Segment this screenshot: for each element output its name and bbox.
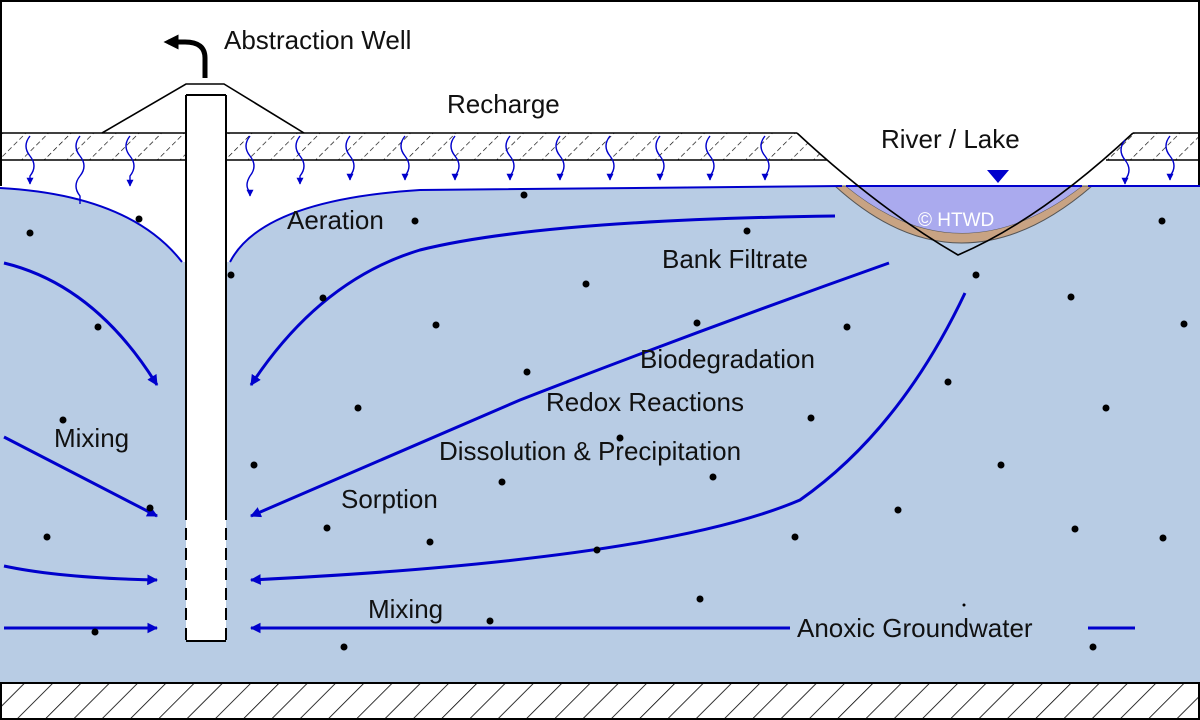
label-anoxic-groundwater: Anoxic Groundwater	[797, 613, 1033, 643]
flow-arrows	[3, 214, 1135, 634]
recharge-arrows	[25, 135, 1175, 204]
well-roof	[101, 83, 305, 134]
flow-arrow-deep-river	[249, 292, 967, 585]
soil-layer	[0, 132, 1200, 161]
label-recharge: Recharge	[447, 89, 560, 119]
label-abstraction-well: Abstraction Well	[224, 25, 411, 55]
flow-arrow-left-lower	[3, 564, 159, 586]
groundwater-body	[0, 186, 1200, 683]
flow-arrow-aeration	[249, 214, 836, 386]
flow-arrow-left-mixing	[3, 435, 158, 518]
flow-arrow-bank-filtrate	[250, 261, 890, 518]
valley-outline	[796, 132, 1134, 256]
label-sorption: Sorption	[341, 484, 438, 514]
river-lake	[796, 132, 1134, 256]
label-biodegradation: Biodegradation	[640, 344, 815, 374]
water-level-marker	[987, 170, 1009, 183]
particles	[26, 191, 1188, 651]
flow-arrow-left-top	[3, 261, 159, 386]
label-mixing-left: Mixing	[54, 423, 129, 453]
pump-outflow-arrow	[163, 34, 208, 78]
label-aeration: Aeration	[287, 205, 384, 235]
base-layer	[0, 682, 1200, 720]
label-river-lake: River / Lake	[881, 124, 1020, 154]
label-bank-filtrate: Bank Filtrate	[662, 244, 808, 274]
label-mixing-bottom: Mixing	[368, 594, 443, 624]
label-dissolution-precipitation: Dissolution & Precipitation	[439, 436, 741, 466]
label-copyright: © HTWD	[918, 210, 994, 231]
well-casing	[186, 95, 226, 641]
abstraction-well	[101, 34, 305, 642]
label-redox-reactions: Redox Reactions	[546, 387, 744, 417]
water-table	[0, 185, 1200, 263]
